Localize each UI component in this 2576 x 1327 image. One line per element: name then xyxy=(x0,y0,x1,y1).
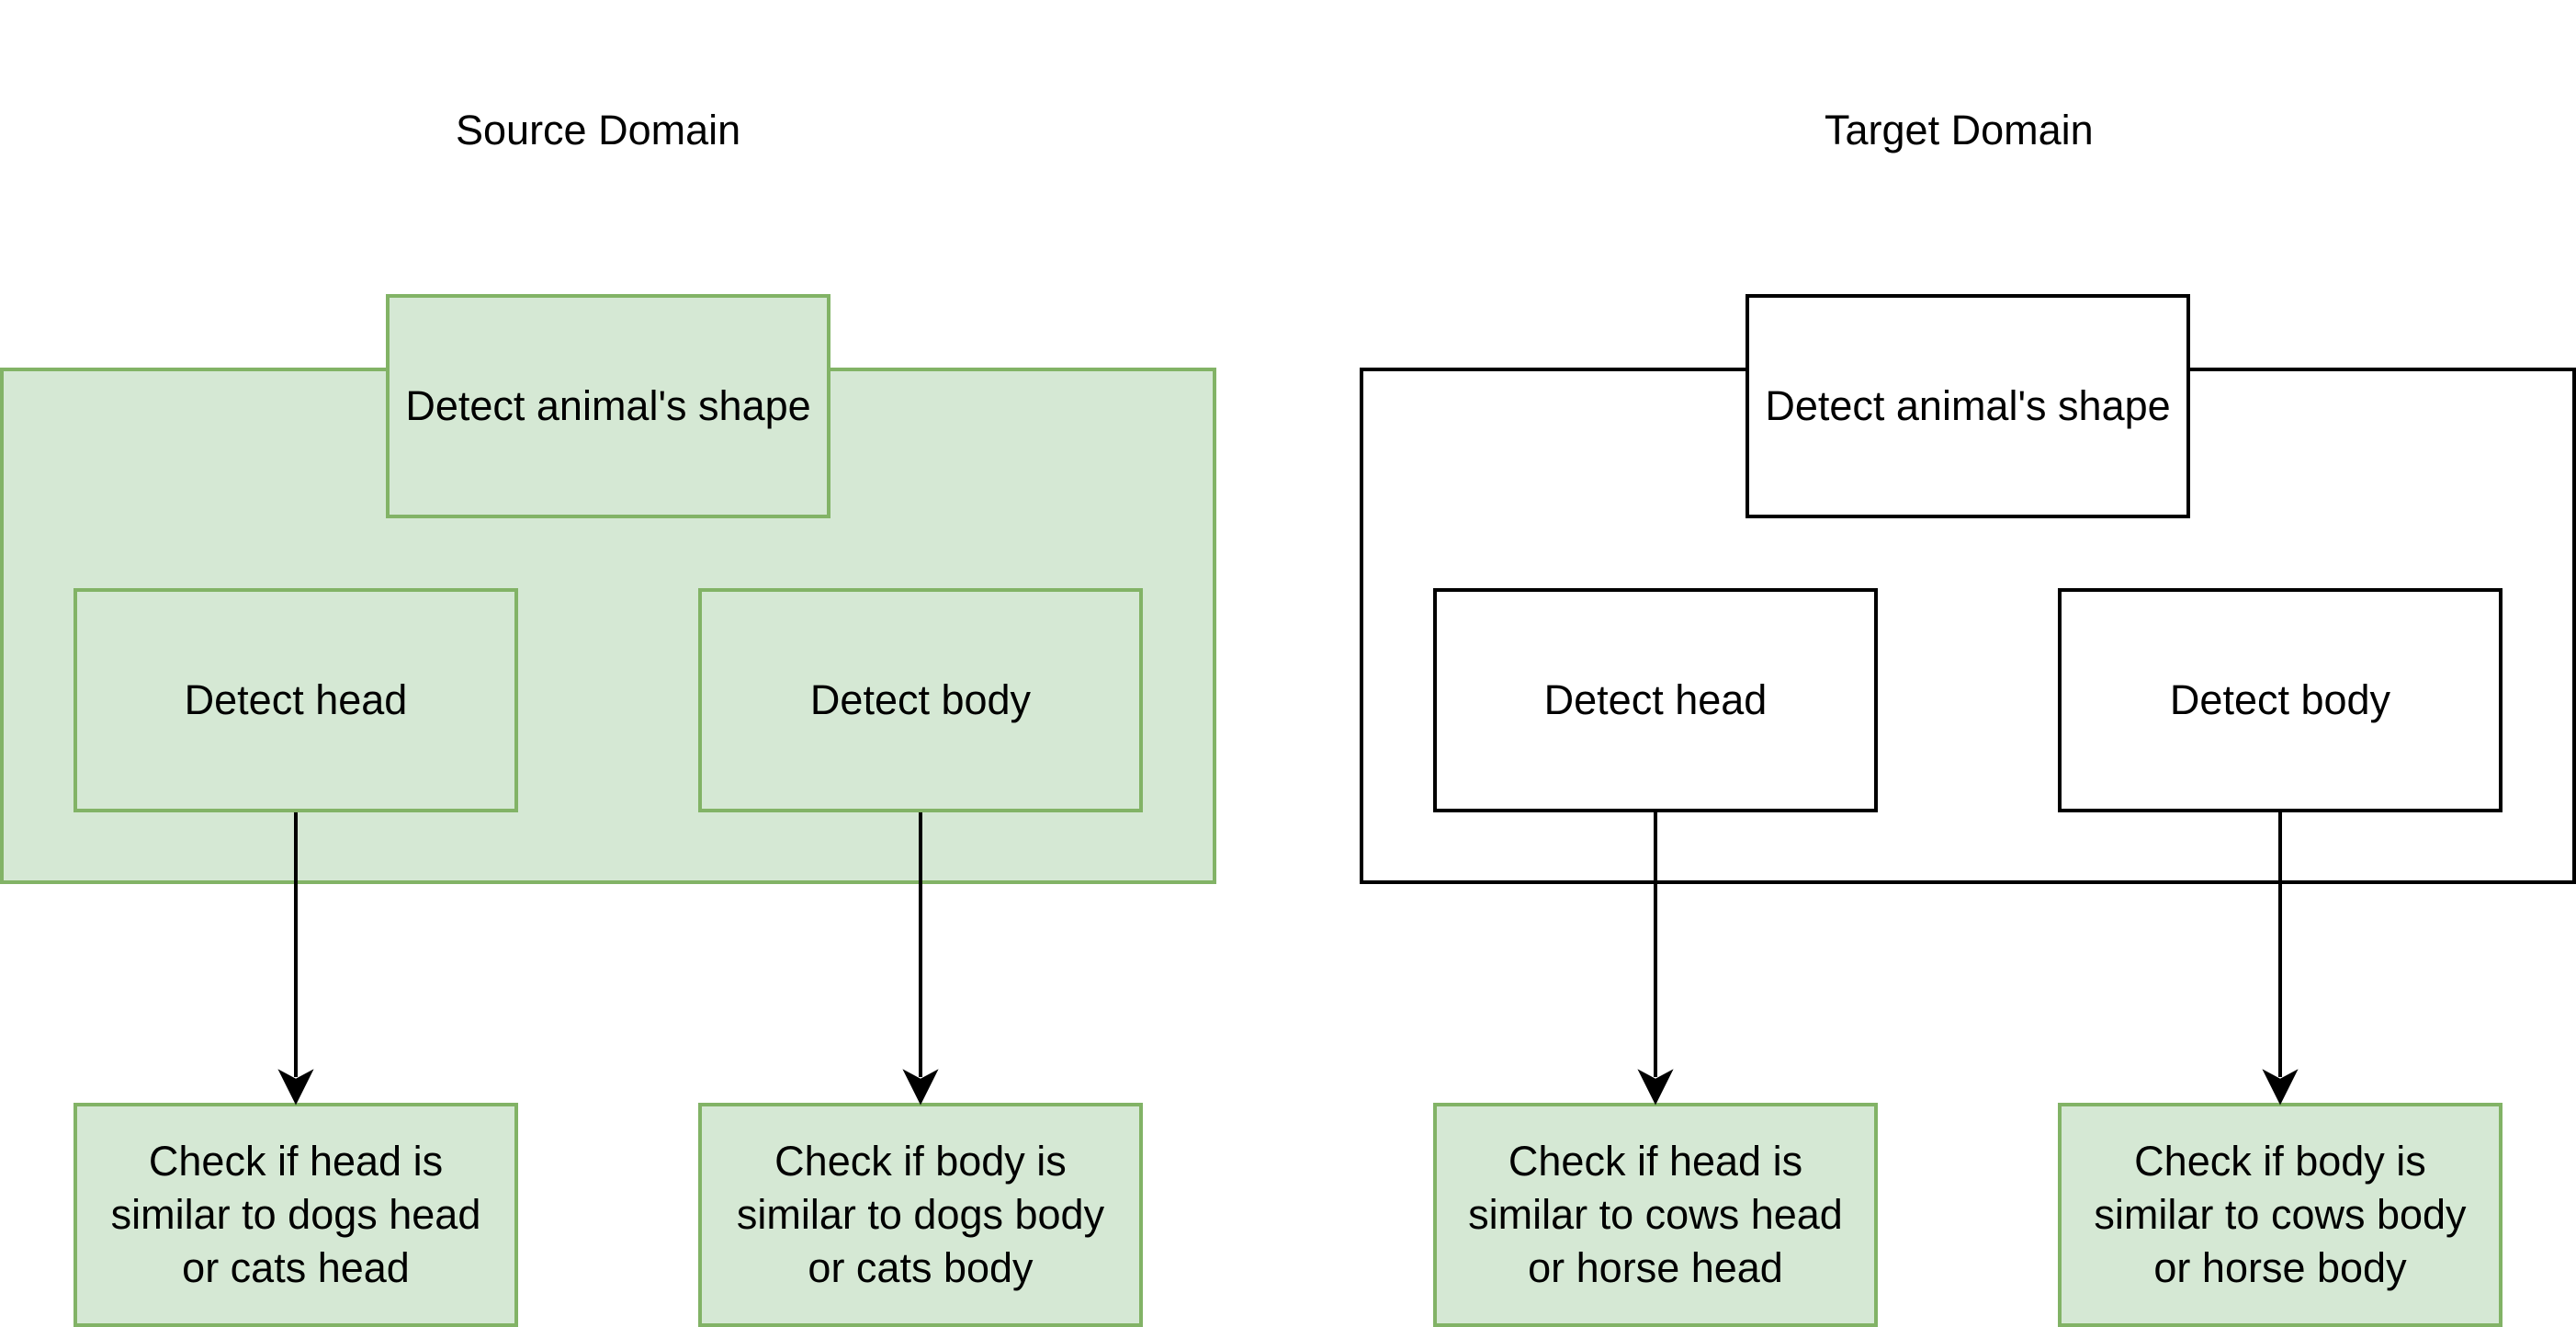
target-check-head-label: Check if head is similar to cows head or… xyxy=(1468,1138,1843,1291)
source-check-body-label: Check if body is similar to dogs body or… xyxy=(736,1138,1105,1291)
source-shape-node: Detect animal's shape xyxy=(386,294,830,518)
target-body-arrowhead xyxy=(2262,1069,2299,1106)
target-check-body-node: Check if body is similar to cows body or… xyxy=(2058,1103,2503,1327)
target-head-label: Detect head xyxy=(1543,676,1768,723)
source-head-node: Detect head xyxy=(73,588,518,812)
target-check-head-node: Check if head is similar to cows head or… xyxy=(1433,1103,1878,1327)
target-body-node: Detect body xyxy=(2058,588,2503,812)
source-body-label: Detect body xyxy=(809,676,1032,723)
source-head-label: Detect head xyxy=(184,676,408,723)
source-body-arrowhead xyxy=(902,1069,939,1106)
target-check-body-label: Check if body is similar to cows body or… xyxy=(2094,1138,2467,1291)
source-check-head-label: Check if head is similar to dogs head or… xyxy=(110,1138,481,1291)
target-shape-node: Detect animal's shape xyxy=(1746,294,2190,518)
target-head-node: Detect head xyxy=(1433,588,1878,812)
source-shape-label: Detect animal's shape xyxy=(405,382,811,429)
target-head-arrowhead xyxy=(1637,1069,1674,1106)
target-domain-title: Target Domain xyxy=(1825,107,2094,153)
source-body-node: Detect body xyxy=(698,588,1143,812)
source-domain-title: Source Domain xyxy=(456,107,741,153)
target-body-label: Detect body xyxy=(2169,676,2391,723)
target-shape-label: Detect animal's shape xyxy=(1765,382,2171,429)
source-check-body-node: Check if body is similar to dogs body or… xyxy=(698,1103,1143,1327)
source-check-head-node: Check if head is similar to dogs head or… xyxy=(73,1103,518,1327)
source-head-arrowhead xyxy=(277,1069,314,1106)
